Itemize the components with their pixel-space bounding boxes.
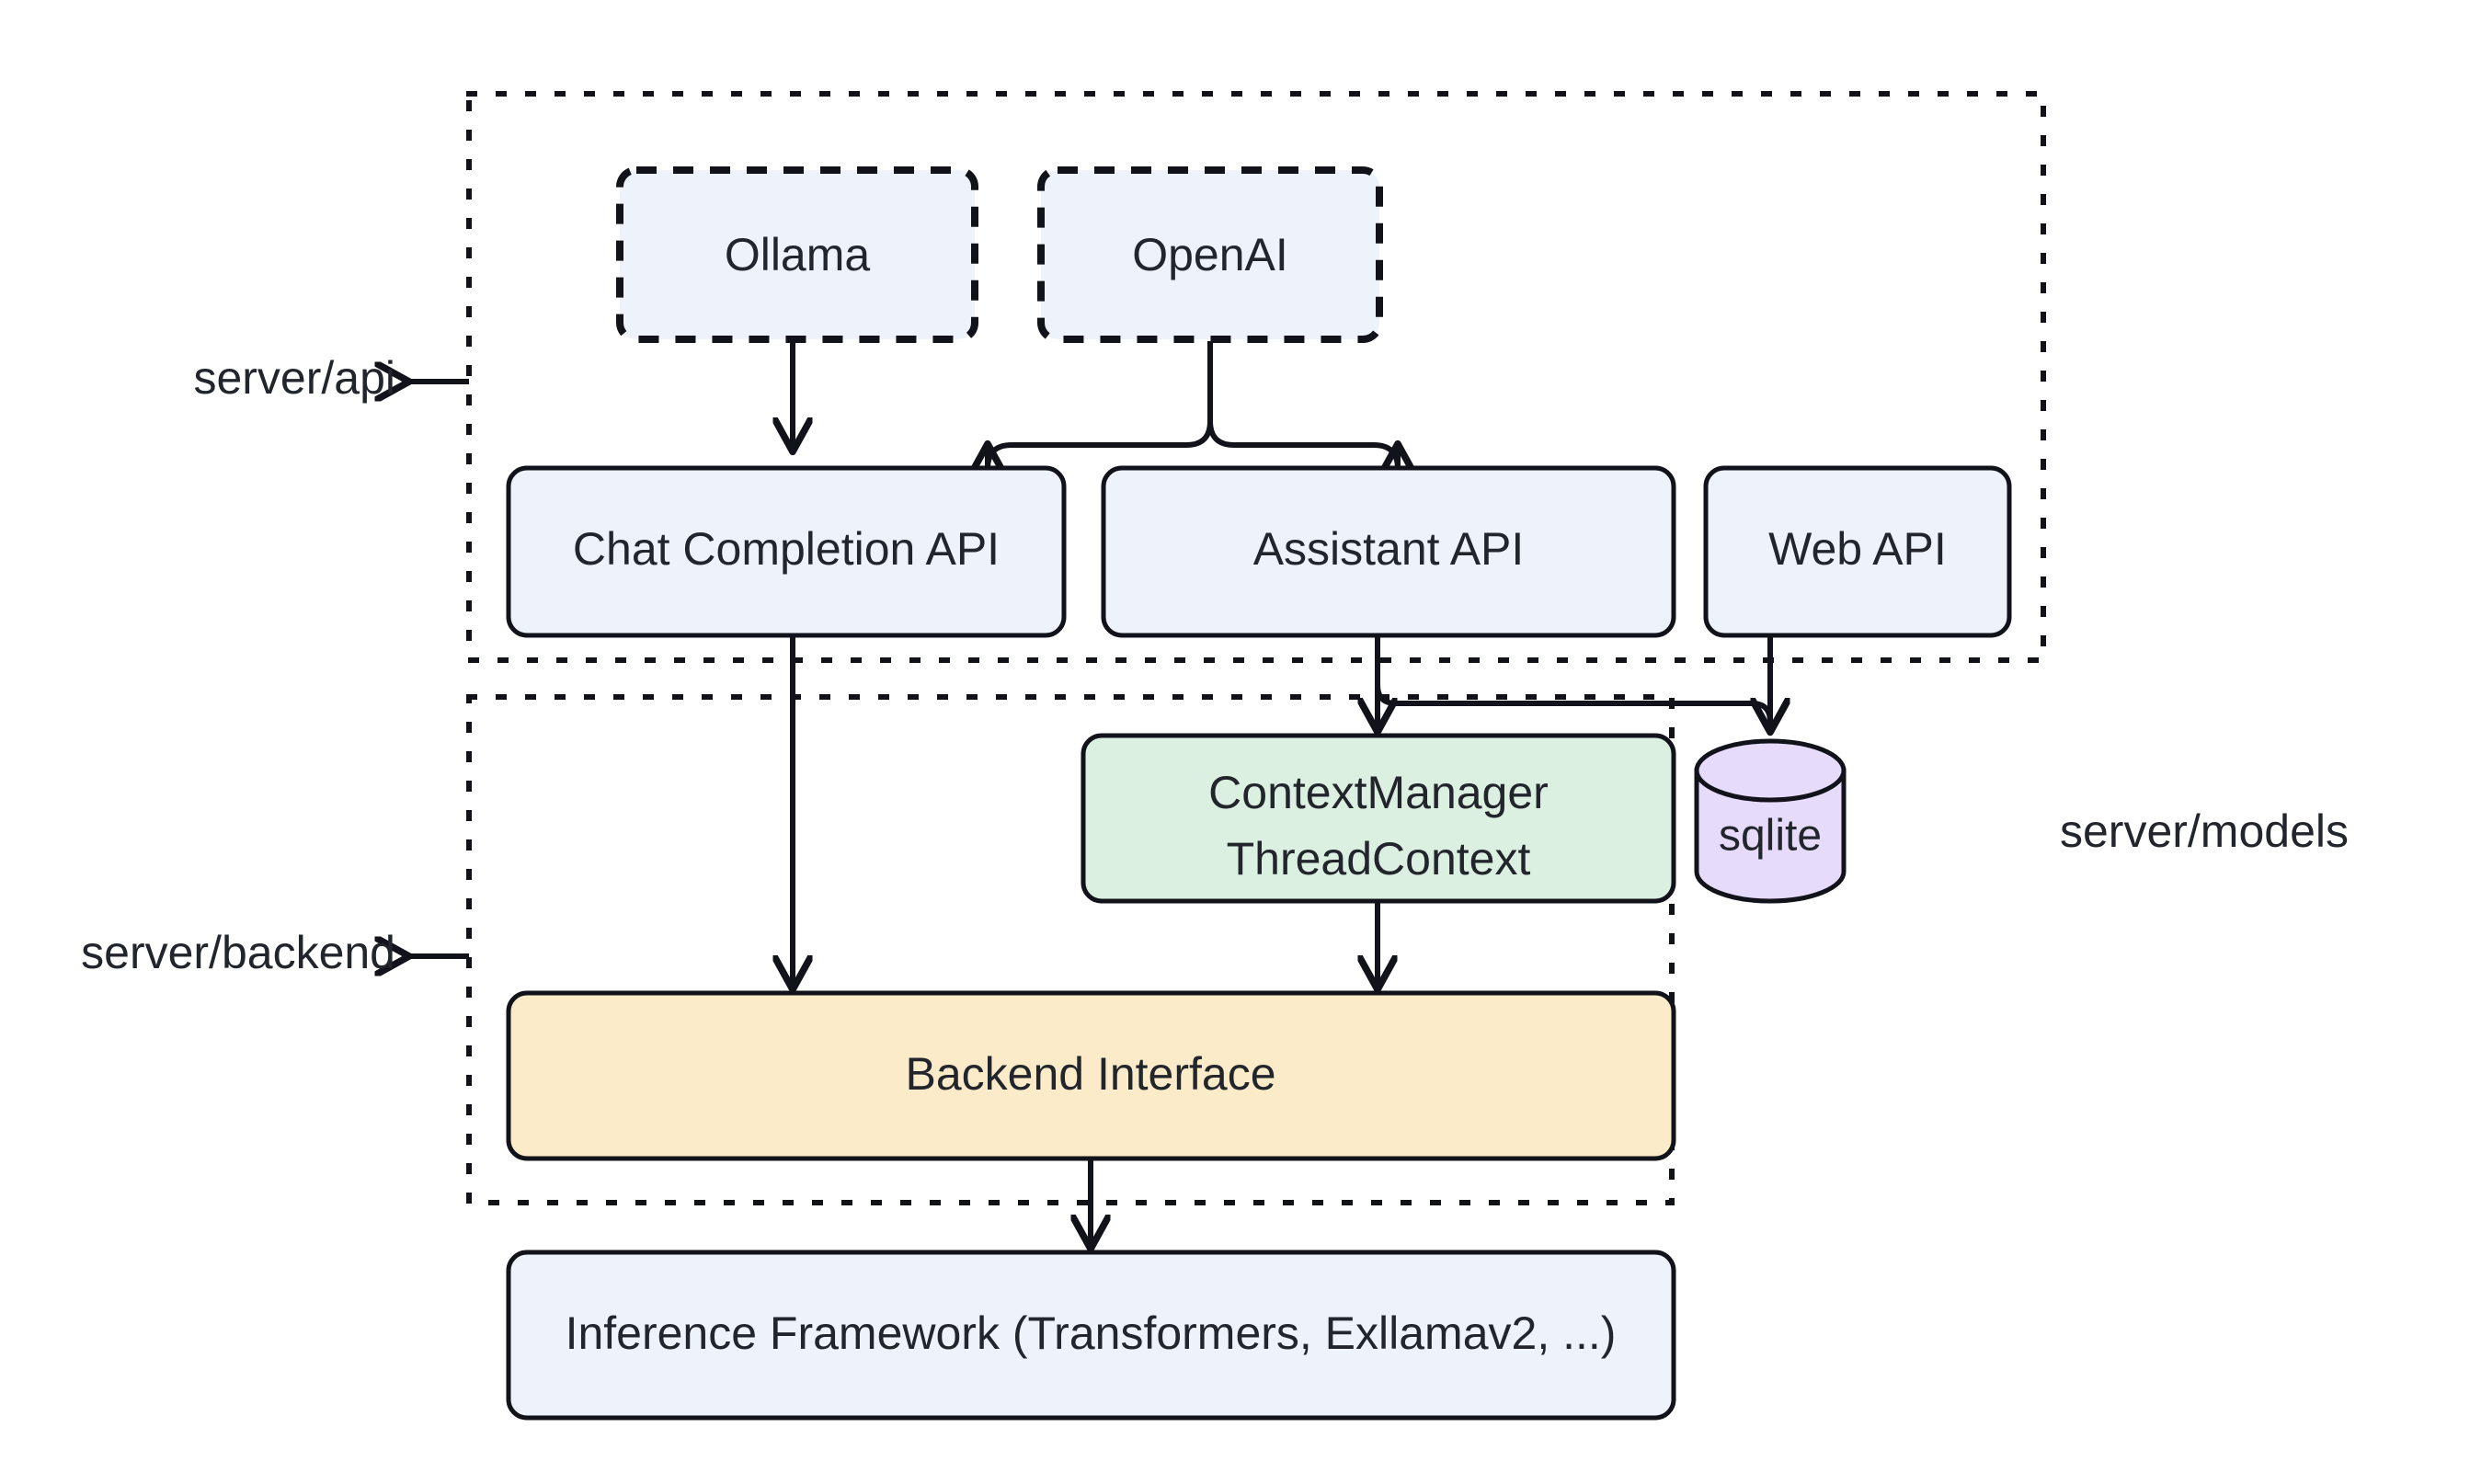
node-sqlite-top-ellipse xyxy=(1694,738,1847,803)
node-sqlite-label: sqlite xyxy=(1719,812,1822,861)
group-label-models: server/models xyxy=(2060,805,2349,857)
group-container-api xyxy=(466,91,2046,663)
node-inference-framework-label: Inference Framework (Transformers, Exlla… xyxy=(566,1307,1617,1359)
edge-openai-to-assistant-api xyxy=(1207,341,1398,469)
node-context-manager-shape xyxy=(1081,733,1676,904)
node-sqlite-body xyxy=(1694,768,1847,904)
node-web-api[interactable]: Web API xyxy=(1703,465,2012,638)
node-context-manager-label-line1: ContextManager xyxy=(1208,767,1549,818)
edge-assistant-api-to-sqlite xyxy=(1375,635,1770,728)
node-backend-interface-label: Backend Interface xyxy=(905,1048,1275,1100)
node-ollama-label: Ollama xyxy=(725,229,871,280)
node-openai-label: OpenAI xyxy=(1132,229,1288,280)
node-openai[interactable]: OpenAI xyxy=(1037,166,1383,343)
group-label-api: server/api xyxy=(193,352,395,404)
node-inference-framework[interactable]: Inference Framework (Transformers, Exlla… xyxy=(506,1250,1676,1421)
node-context-manager-label-line2: ThreadContext xyxy=(1227,833,1531,885)
group-label-backend: server/backend xyxy=(81,927,395,978)
node-sqlite[interactable]: sqlite xyxy=(1694,738,1847,904)
node-web-api-label: Web API xyxy=(1768,523,1947,575)
node-ollama[interactable]: Ollama xyxy=(616,166,978,343)
edge-openai-to-chat-completion-api xyxy=(988,341,1213,469)
node-ollama-shape xyxy=(616,166,978,343)
node-chat-completion-api-label: Chat Completion API xyxy=(573,523,1000,575)
node-inference-framework-shape xyxy=(506,1250,1676,1421)
node-web-api-shape xyxy=(1703,465,2012,638)
node-backend-interface-shape xyxy=(506,990,1676,1161)
node-assistant-api-shape xyxy=(1101,465,1676,638)
node-chat-completion-api[interactable]: Chat Completion API xyxy=(506,465,1067,638)
node-assistant-api-label: Assistant API xyxy=(1253,523,1525,575)
node-context-manager[interactable]: ContextManager ThreadContext xyxy=(1081,733,1676,904)
node-chat-completion-api-shape xyxy=(506,465,1067,638)
node-openai-shape xyxy=(1037,166,1383,343)
node-backend-interface[interactable]: Backend Interface xyxy=(506,990,1676,1161)
node-assistant-api[interactable]: Assistant API xyxy=(1101,465,1676,638)
